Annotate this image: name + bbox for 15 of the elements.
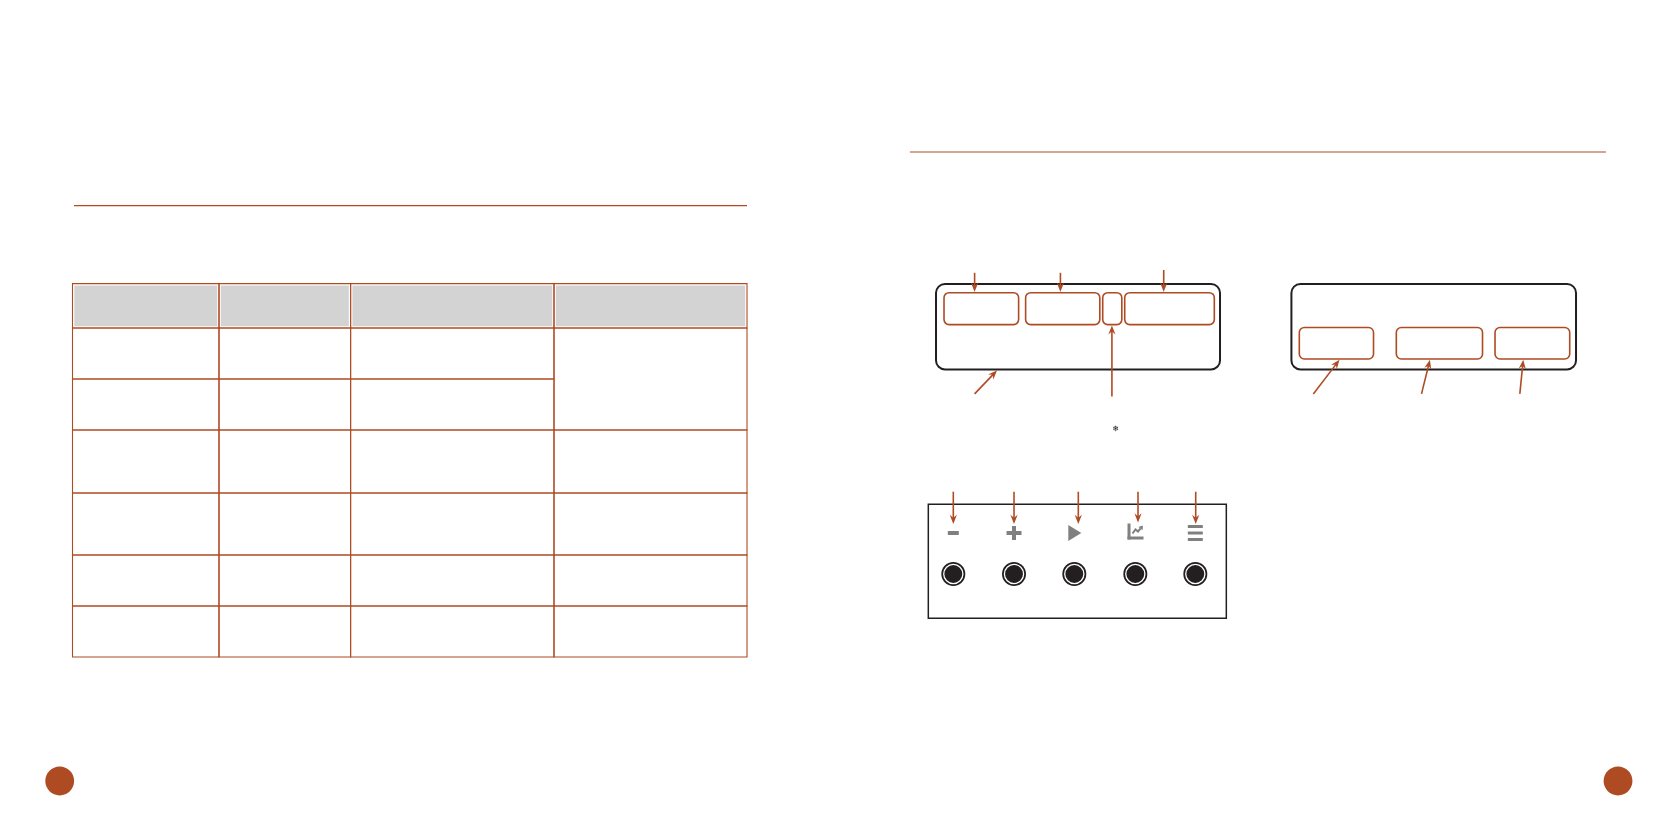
display-panel xyxy=(935,283,1221,371)
highlight-box xyxy=(1395,326,1484,360)
highlight-box xyxy=(1494,326,1571,360)
minus-icon xyxy=(947,531,959,535)
display-panel xyxy=(1290,283,1577,371)
highlight-box xyxy=(1298,326,1375,360)
highlight-box xyxy=(943,291,1020,326)
highlight-box xyxy=(1101,291,1123,326)
highlight-box xyxy=(1123,291,1216,326)
menu-icon xyxy=(1187,525,1203,541)
plus-icon xyxy=(1006,526,1022,540)
highlight-box xyxy=(1024,291,1101,326)
control-panel xyxy=(927,503,1228,620)
chart-icon xyxy=(1127,523,1144,540)
play-icon xyxy=(1068,525,1082,541)
